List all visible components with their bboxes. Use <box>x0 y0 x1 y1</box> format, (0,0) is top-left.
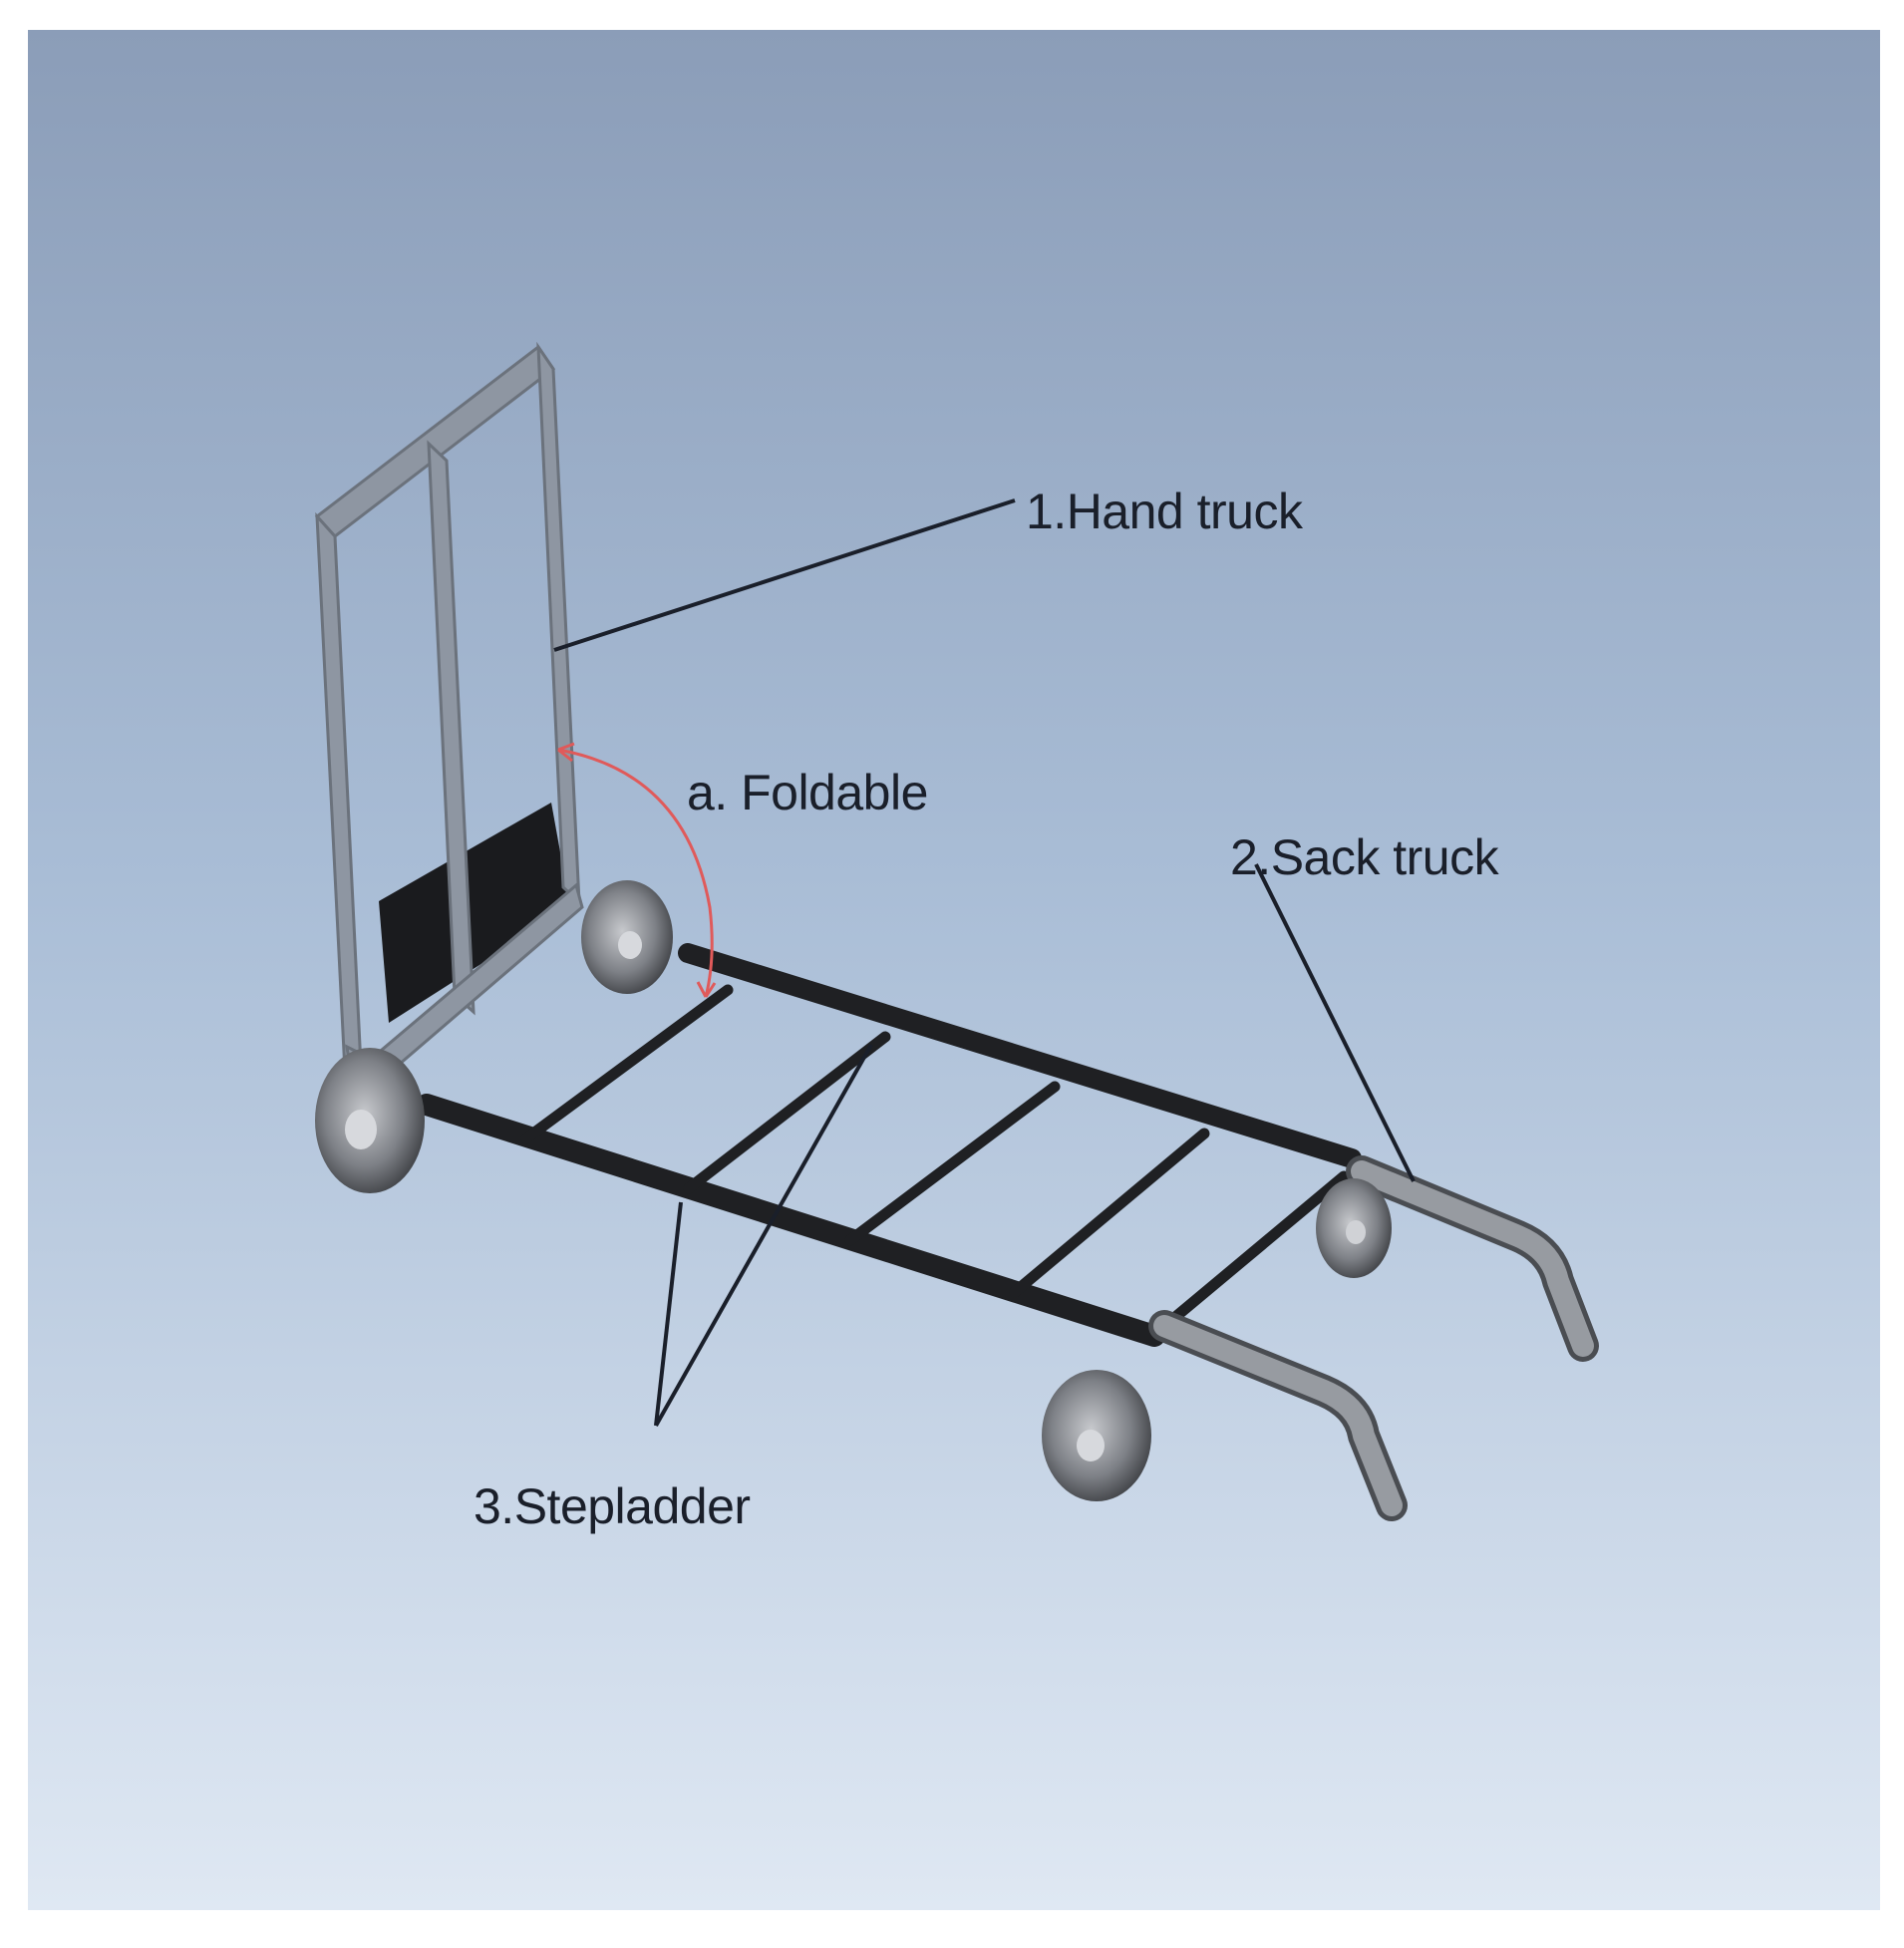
fold-arc-arrow <box>557 748 714 998</box>
hand-truck-back-panel <box>379 803 570 1023</box>
label-foldable: a. Foldable <box>687 765 928 820</box>
rear-wheel-back-hub <box>618 931 642 959</box>
leader-lines <box>553 498 1416 1427</box>
ladder-rungs <box>520 984 1350 1334</box>
sack-wheel-right-hub <box>1346 1220 1366 1244</box>
label-hand-truck: 1.Hand truck <box>1026 484 1303 539</box>
diagram-frame: 1.Hand truck a. Foldable 2.Sack truck 3.… <box>28 30 1880 1910</box>
rear-wheel-front-hub <box>345 1110 377 1149</box>
fold-arc-arrowhead-top <box>557 742 575 763</box>
trolley-illustration <box>28 30 1880 1910</box>
label-stepladder: 3.Stepladder <box>474 1478 751 1534</box>
background <box>28 30 1880 1910</box>
ladder-rails <box>416 943 1362 1347</box>
sack-wheel-left-hub <box>1077 1430 1105 1461</box>
label-sack-truck: 2.Sack truck <box>1230 829 1499 885</box>
fold-arc-arrowhead-bottom <box>696 981 717 998</box>
sack-truck-handles <box>1148 1155 1599 1521</box>
